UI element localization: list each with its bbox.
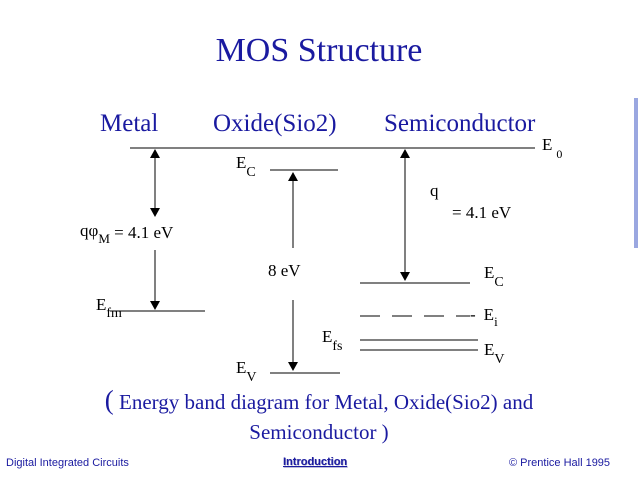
label-metal-work-function: qφM = 4.1 eV [80, 221, 174, 246]
label-semiconductor-ec: EC [484, 263, 504, 290]
label-oxide-ev: EV [236, 358, 257, 385]
caption-line-1-text: Energy band diagram for Metal, Oxide(Sio… [113, 390, 534, 414]
label-semiconductor-ev: EV [484, 340, 505, 367]
label-semiconductor-efs: Efs [322, 327, 343, 354]
label-oxide-bandgap: 8 eV [268, 261, 301, 280]
slide-title: MOS Structure [215, 32, 423, 69]
footer-section-link[interactable]: Introduction [283, 456, 348, 468]
accent-stripe [634, 98, 638, 248]
label-semiconductor-affinity: = 4.1 eV [452, 203, 512, 222]
header-semiconductor: Semiconductor [384, 110, 536, 137]
figure-caption: ( Energy band diagram for Metal, Oxide(S… [0, 385, 638, 447]
label-semiconductor-q: q [430, 181, 439, 200]
caption-line-1: ( Energy band diagram for Metal, Oxide(S… [0, 385, 638, 417]
footer-course-title: Digital Integrated Circuits [6, 457, 129, 469]
footer-copyright: © Prentice Hall 1995 [509, 457, 611, 469]
label-efm: Efm [96, 295, 122, 321]
label-oxide-ec: EC [236, 153, 256, 180]
label-semiconductor-ei: -Ei [470, 305, 498, 329]
header-metal: Metal [100, 110, 159, 137]
header-oxide: Oxide(Sio2) [213, 110, 337, 137]
caption-line-2: Semiconductor ) [249, 420, 389, 444]
caption-open-paren: ( [104, 385, 114, 415]
